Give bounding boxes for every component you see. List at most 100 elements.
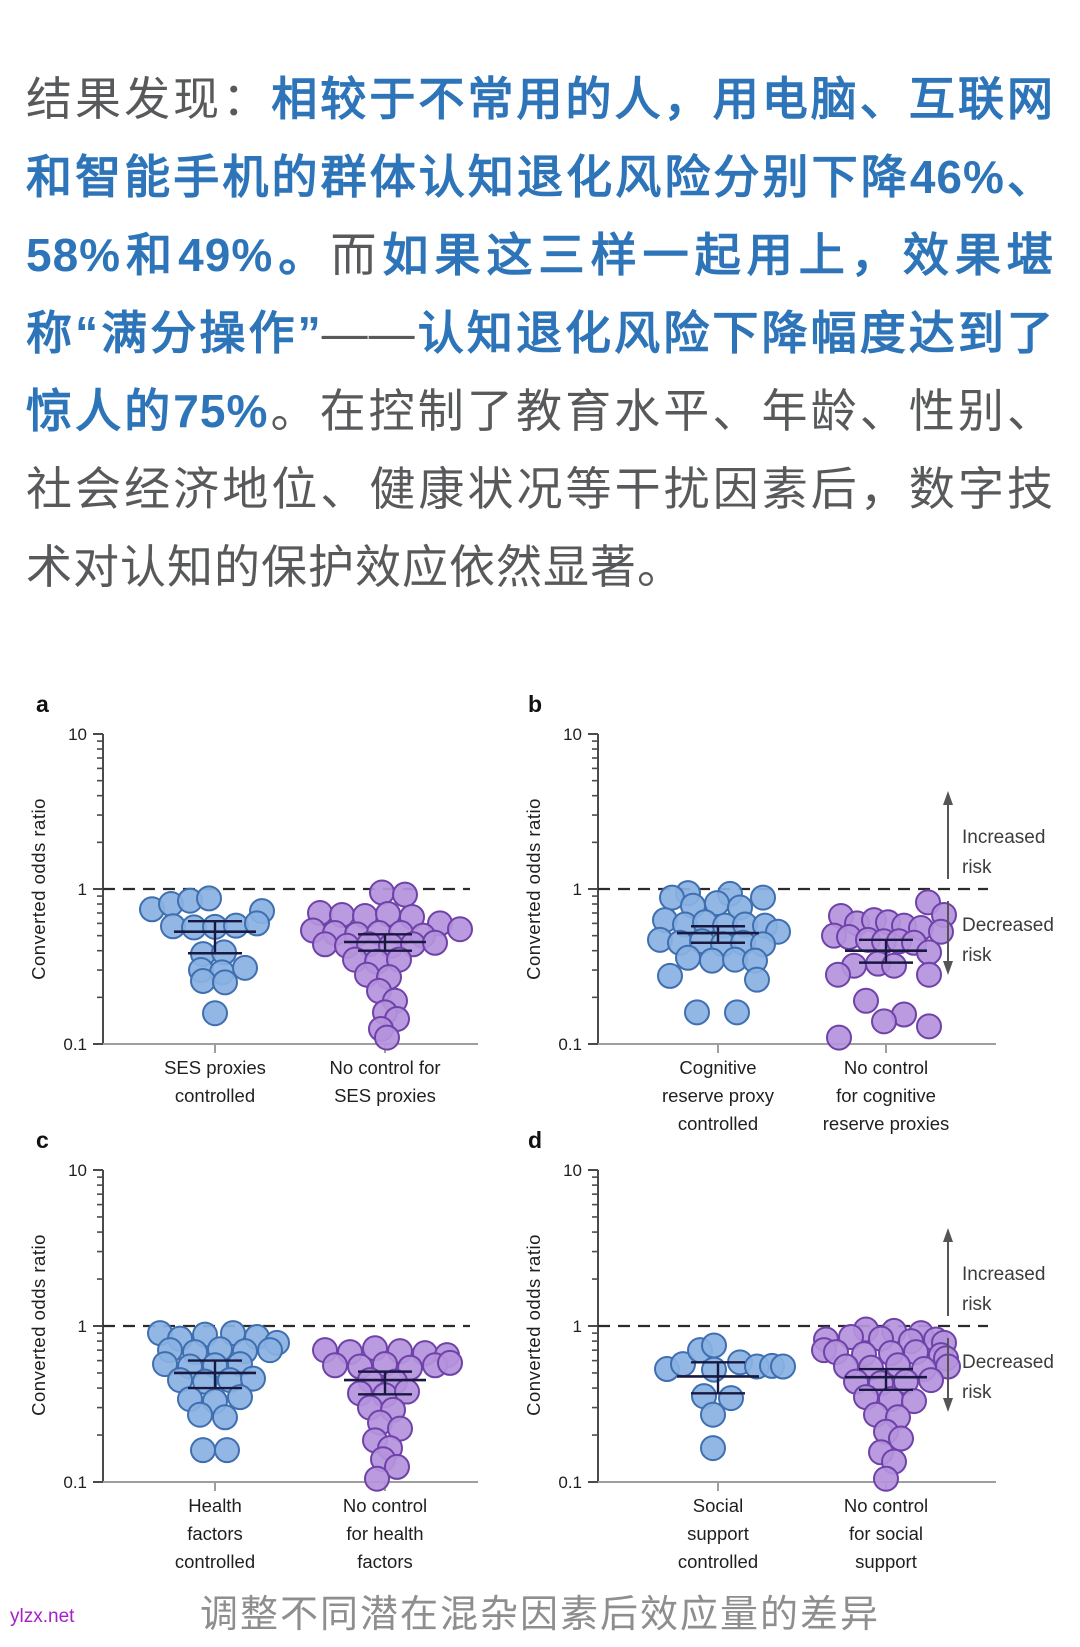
data-point [312, 931, 338, 958]
data-point [881, 952, 907, 979]
data-point [447, 916, 473, 943]
data-point [392, 881, 418, 908]
intro-run: 。在控制了教育水平、年龄、性别、社会经济地位、健康状况等干扰因素后，数字技术对认… [26, 385, 1054, 593]
data-point [700, 1401, 726, 1428]
y-tick-label: 10 [563, 1161, 582, 1180]
data-point [212, 969, 238, 996]
data-point [374, 1024, 400, 1051]
y-tick-label: 0.1 [558, 1473, 582, 1492]
error-bar [174, 919, 256, 955]
data-point [322, 1352, 348, 1379]
panel-letter: c [36, 1127, 49, 1153]
data-point [232, 954, 258, 981]
error-bar [677, 925, 759, 944]
error-bar [845, 1367, 927, 1391]
data-point [750, 884, 776, 911]
data-point [770, 1353, 796, 1380]
data-point [364, 1465, 390, 1492]
data-point [825, 961, 851, 988]
increased-risk-arrowhead [943, 791, 953, 805]
data-point [152, 1351, 178, 1378]
panel-letter: b [528, 691, 542, 717]
error-bar [677, 1361, 759, 1395]
data-point [422, 929, 448, 956]
increased-risk-arrowhead [943, 1228, 953, 1242]
intro-run: 而 [330, 229, 383, 281]
data-point [257, 1337, 283, 1364]
panel-letter: d [528, 1127, 542, 1153]
data-point [190, 1437, 216, 1464]
data-point [244, 910, 270, 937]
error-bar [344, 933, 426, 952]
y-tick-label: 1 [78, 1317, 87, 1336]
data-point [227, 1384, 253, 1411]
data-point [214, 1437, 240, 1464]
y-tick-label: 1 [573, 1317, 582, 1336]
y-tick-label: 0.1 [63, 1473, 87, 1492]
data-point [901, 1388, 927, 1415]
data-point [384, 1453, 410, 1480]
data-point [700, 1435, 726, 1462]
intro-run: 如果这三样一起用上，效果堪称“满分操作” [26, 229, 1055, 359]
y-axis-title: Converted odds ratio [523, 798, 544, 980]
y-tick-label: 1 [573, 880, 582, 899]
y-axis-title: Converted odds ratio [28, 798, 49, 980]
y-axis-title: Converted odds ratio [523, 1234, 544, 1416]
data-point [724, 999, 750, 1026]
decreased-risk-arrowhead [943, 961, 953, 975]
data-point [918, 1367, 944, 1394]
data-point [437, 1349, 463, 1376]
intro-run: —— [321, 307, 416, 359]
data-point [212, 1404, 238, 1431]
intro-text: 结果发现：相较于不常用的人，用电脑、互联网和智能手机的群体认知退化风险分别下降4… [0, 46, 1080, 606]
data-point [744, 966, 770, 993]
data-point [718, 1385, 744, 1412]
data-point [202, 1000, 228, 1027]
data-point [916, 1013, 942, 1040]
y-axis-title: Converted odds ratio [28, 1234, 49, 1416]
intro-run: 结果发现： [26, 73, 272, 125]
data-point [684, 999, 710, 1026]
data-point [871, 1008, 897, 1035]
data-point [190, 967, 216, 994]
error-bar [174, 1359, 256, 1390]
data-point [916, 961, 942, 988]
y-tick-label: 0.1 [558, 1035, 582, 1054]
intro-run: 相较于不常用的人，用电脑、互联网和智能手机的群体认知退化风险分别下降46%、58… [26, 73, 1055, 281]
figure-caption: 调整不同潜在混杂因素后效应量的差异 [199, 1594, 880, 1636]
y-tick-label: 0.1 [63, 1035, 87, 1054]
data-point [699, 947, 725, 974]
data-point [369, 879, 395, 906]
panel-letter: a [36, 691, 49, 717]
data-point [701, 1332, 727, 1359]
data-point [888, 1425, 914, 1452]
data-point [916, 939, 942, 966]
y-tick-label: 10 [68, 1161, 87, 1180]
decreased-risk-arrowhead [943, 1398, 953, 1412]
data-point [657, 962, 683, 989]
data-point [853, 987, 879, 1014]
y-tick-label: 10 [68, 725, 87, 744]
data-point [873, 1465, 899, 1492]
data-point [196, 885, 222, 912]
intro-run: 认知退化风险下降幅度达到了惊人的75% [26, 307, 1055, 437]
